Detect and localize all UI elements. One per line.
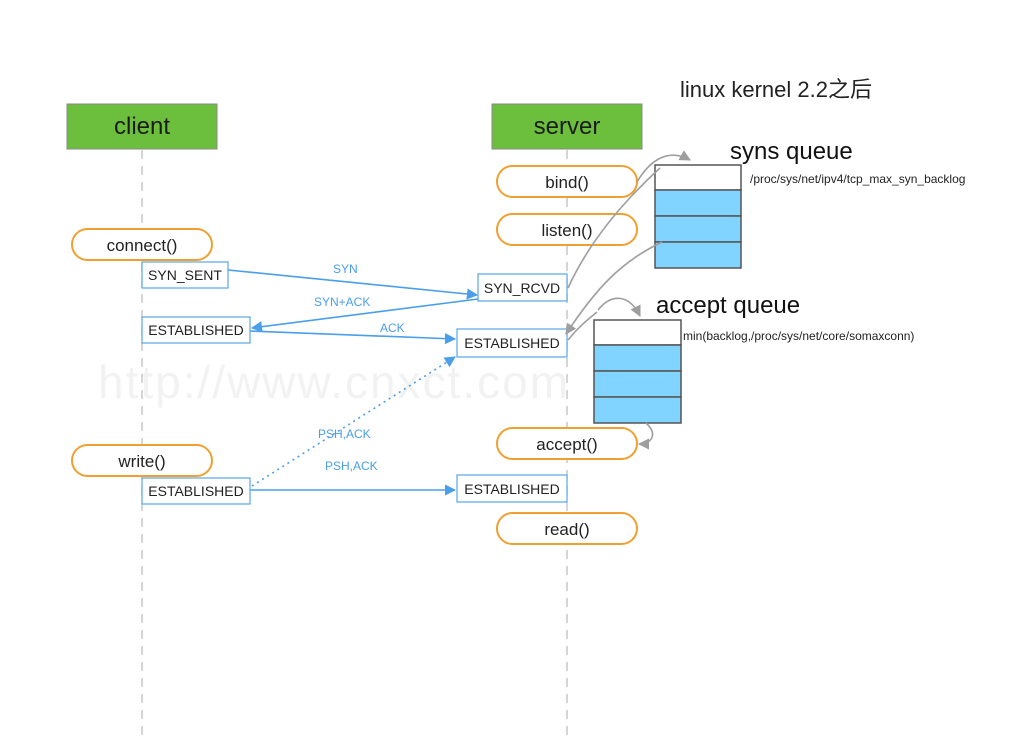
watermark: http://www.cnxct.com — [98, 356, 570, 408]
client-header-label: client — [114, 113, 170, 140]
connect-call: connect() — [71, 228, 213, 261]
syns-queue-note: /proc/sys/net/ipv4/tcp_max_syn_backlog — [750, 172, 965, 186]
syn-label: SYN — [333, 262, 358, 276]
syns-queue — [654, 164, 742, 269]
bind-call: bind() — [496, 165, 638, 198]
accept-call-label: accept() — [536, 435, 597, 454]
accept-queue-to-accept-curve — [637, 422, 654, 450]
server-header-label: server — [534, 113, 601, 140]
client-state-established-1: ESTABLISHED — [141, 316, 251, 344]
bind-call-label: bind() — [545, 173, 588, 192]
syns-queue-slot — [654, 189, 742, 217]
server-state-established-1: ESTABLISHED — [456, 328, 568, 358]
syn-arrow — [227, 269, 479, 300]
syns-queue-slot — [654, 241, 742, 269]
write-call: write() — [71, 444, 213, 477]
server-state-established-2-label: ESTABLISHED — [464, 481, 559, 497]
server-header: server — [491, 103, 643, 150]
syns-queue-title: syns queue — [730, 138, 853, 165]
accept-queue-slot-empty — [593, 319, 682, 346]
syns-queue-to-established-curve — [565, 241, 663, 335]
write-call-label: write() — [117, 452, 165, 471]
ack-arrow — [249, 330, 457, 345]
client-header: client — [66, 103, 218, 150]
accept-queue-note: min(backlog,/proc/sys/net/core/somaxconn… — [683, 329, 914, 343]
ack-label: ACK — [380, 321, 405, 335]
psh-ack-dotted-label: PSH,ACK — [318, 427, 371, 441]
listen-call-label: listen() — [541, 221, 592, 240]
accept-queue-slot — [593, 344, 682, 372]
read-call: read() — [496, 512, 638, 545]
client-state-established-1-label: ESTABLISHED — [148, 322, 243, 338]
psh-ack-dotted-arrow — [251, 356, 456, 487]
accept-queue-title: accept queue — [656, 292, 800, 319]
accept-queue — [593, 319, 682, 424]
bind-to-syns-queue-curve — [636, 150, 691, 183]
psh-ack-label: PSH,ACK — [325, 459, 378, 473]
accept-queue-entry-curve — [597, 297, 641, 318]
accept-call: accept() — [496, 427, 638, 460]
kernel-version-title: linux kernel 2.2之后 — [680, 77, 872, 102]
accept-queue-slot — [593, 396, 682, 424]
established-to-accept-queue-curve — [567, 311, 598, 341]
server-state-syn-rcvd-label: SYN_RCVD — [484, 280, 560, 296]
syns-queue-slot-empty — [654, 164, 742, 191]
client-state-syn-sent: SYN_SENT — [141, 261, 229, 289]
client-state-established-2-label: ESTABLISHED — [148, 483, 243, 499]
client-state-syn-sent-label: SYN_SENT — [148, 267, 222, 283]
server-state-established-1-label: ESTABLISHED — [464, 335, 559, 351]
connect-call-label: connect() — [107, 236, 178, 255]
server-state-established-2: ESTABLISHED — [456, 474, 568, 503]
syn-ack-arrow — [250, 298, 479, 333]
read-call-label: read() — [544, 520, 589, 539]
syns-queue-slot — [654, 215, 742, 243]
accept-queue-slot — [593, 370, 682, 398]
syn-rcvd-from-syns-queue-curve — [567, 167, 661, 289]
syn-ack-label: SYN+ACK — [314, 295, 370, 309]
client-state-established-2: ESTABLISHED — [141, 477, 251, 505]
server-state-syn-rcvd: SYN_RCVD — [477, 273, 568, 302]
listen-call: listen() — [496, 213, 638, 246]
